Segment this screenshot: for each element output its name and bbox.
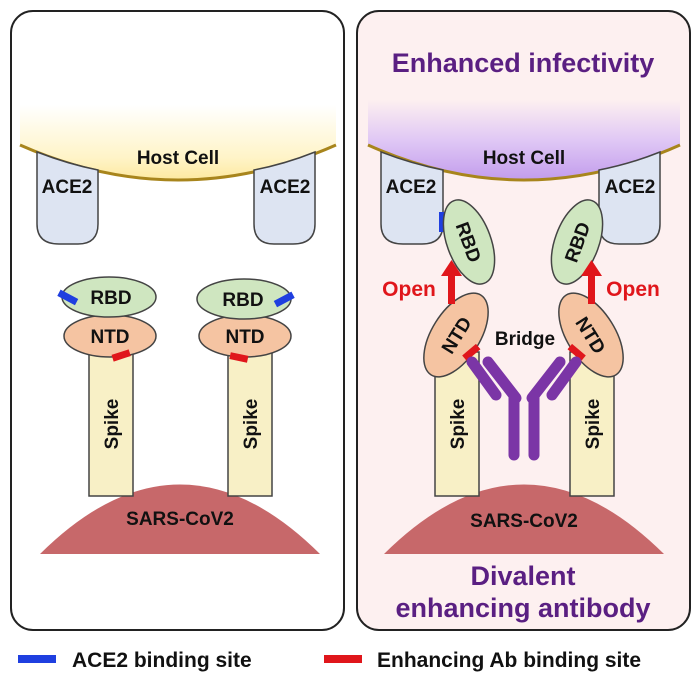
right-ab-site-1 [462,343,481,361]
right-open-arrow-shaft-1 [448,272,455,304]
left-host-cell-label: Host Cell [137,148,219,169]
antibody-arm-outer-left [466,356,502,401]
right-open-arrow-head-2 [581,260,602,276]
right-panel-title: Enhanced infectivity [392,48,655,78]
right-rbd-1: RBD [442,199,496,285]
left-ace2-receptor-1 [36,150,99,245]
right-rbd-shape-1 [442,199,496,285]
right-antibody-label-line2: enhancing antibody [395,593,650,623]
right-ace2-receptor-2 [598,150,661,245]
right-host-cell [368,100,680,180]
right-ace2-contact-1 [439,212,446,232]
left-host-cell [20,105,336,180]
right-host-cell-label: Host Cell [483,148,565,169]
right-virus-label: SARS-CoV2 [470,511,578,532]
right-panel: Enhanced infectivity Host Cell ACE2 ACE2… [356,10,691,631]
left-ace2-label-2: ACE2 [260,177,311,198]
legend-ab-label: Enhancing Ab binding site [377,649,641,672]
right-open-label-1: Open [382,278,436,301]
right-ntd-1: NTD [423,292,489,378]
right-spike-label-2: Spike [583,399,604,450]
right-virus [384,484,664,554]
left-virus [40,484,320,554]
right-ace2-label-2: ACE2 [605,177,656,198]
left-ab-site-1 [111,349,131,362]
left-rbd-label-1: RBD [90,288,131,309]
antibody-arm-outer-right [546,356,582,401]
right-ace2-receptor-1 [380,150,444,245]
left-ace2-site-2 [273,291,295,308]
right-antibody-label-line1: Divalent [470,561,575,591]
right-ab-site-2 [567,343,586,361]
left-rbd-label-2: RBD [222,290,263,311]
left-spike-label-2: Spike [241,399,262,450]
right-open-label-2: Open [606,278,660,301]
right-bridge-label: Bridge [495,329,555,350]
left-ace2-receptor-2 [253,150,316,245]
legend-ace2-swatch [18,655,56,663]
arrow-up-icon [581,260,602,304]
left-ace2-site-1 [57,289,79,306]
left-panel: Host Cell ACE2 ACE2 SARS-CoV2 Spike NTD … [10,10,345,631]
legend: ACE2 binding site Enhancing Ab binding s… [18,649,641,672]
right-open-arrow-head-1 [441,260,462,276]
right-ace2-label-1: ACE2 [386,177,437,198]
antibody-icon [466,356,582,461]
right-open-arrow-shaft-2 [588,272,595,304]
right-spike-label-1: Spike [448,399,469,450]
legend-ace2-label: ACE2 binding site [72,649,252,672]
legend-ab-swatch [324,655,362,663]
left-virus-label: SARS-CoV2 [126,509,234,530]
left-spike-label-1: Spike [102,399,123,450]
left-ab-site-2 [229,352,249,363]
left-ntd-label-1: NTD [90,327,129,348]
arrow-up-icon [441,260,462,304]
left-ntd-label-2: NTD [225,327,264,348]
left-ace2-label-1: ACE2 [42,177,93,198]
